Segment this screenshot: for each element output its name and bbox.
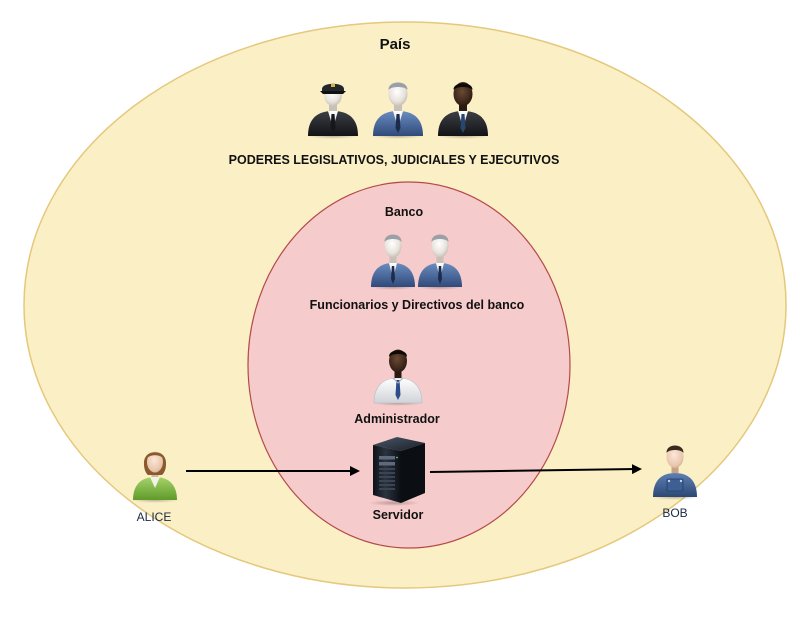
bank-ellipse [247, 181, 571, 549]
officer-person-icon [307, 83, 359, 139]
bank-staff-label: Funcionarios y Directivos del banco [310, 298, 525, 312]
bank-label: Banco [385, 205, 424, 219]
server-icon [368, 437, 425, 506]
server-label: Servidor [373, 508, 424, 522]
admin-label: Administrador [354, 412, 440, 426]
bob-person-icon [651, 445, 699, 500]
alice-label: ALICE [137, 510, 172, 524]
politician-person-icon [372, 82, 424, 139]
bob-label: BOB [662, 506, 687, 520]
administrator-person-icon [373, 349, 423, 406]
bank-staff-person-icon-1 [370, 234, 416, 290]
bank-staff-person-icon-2 [417, 234, 463, 290]
arrow-server-to-bob [429, 464, 642, 475]
executive-person-icon [437, 82, 489, 139]
alice-person-icon [131, 451, 179, 503]
powers-label: PODERES LEGISLATIVOS, JUDICIALES Y EJECU… [229, 153, 560, 167]
country-label: País [380, 36, 411, 53]
